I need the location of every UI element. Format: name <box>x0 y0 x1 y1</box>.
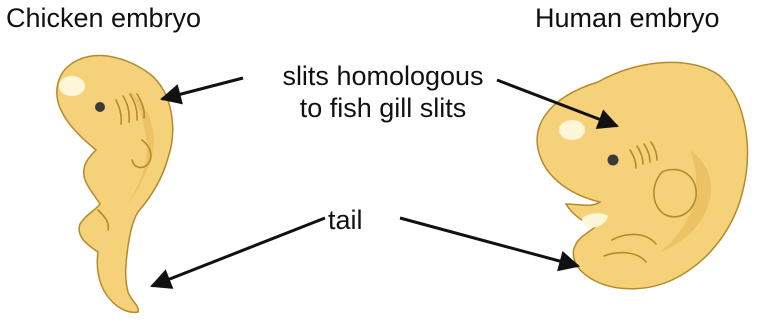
human-embryo-shade <box>660 150 712 252</box>
chicken-body-fold <box>97 209 110 231</box>
human-gill-slits <box>629 141 658 169</box>
human-embryo-highlight <box>559 120 585 140</box>
human-embryo <box>536 61 749 290</box>
chicken-eye <box>95 102 105 112</box>
arrow-slits-to-chicken <box>159 76 244 105</box>
slits-label-line-2: to fish gill slits <box>299 93 467 123</box>
chicken-embryo-highlight <box>59 76 85 96</box>
human-embryo-membrane <box>582 213 608 228</box>
arrow-slits-to-human <box>496 78 619 130</box>
chicken-embryo-title: Chicken embryo <box>6 3 202 33</box>
tail-label: tail <box>328 205 363 235</box>
human-embryo-title: Human embryo <box>535 3 720 33</box>
arrow-tail-to-human <box>399 216 581 272</box>
chicken-embryo-shade <box>126 92 154 206</box>
human-limb-bud <box>653 168 697 218</box>
chicken-gill-slits <box>115 93 145 125</box>
chicken-embryo <box>56 54 174 314</box>
chicken-limb-fold <box>131 139 152 169</box>
human-eye <box>607 154 619 166</box>
slits-label: slits homologous to fish gill slits <box>248 60 518 124</box>
human-lower-fold <box>603 233 657 263</box>
slits-label-line-1: slits homologous <box>282 61 484 91</box>
arrow-tail-to-chicken <box>150 216 326 289</box>
human-embryo-body <box>536 61 749 290</box>
